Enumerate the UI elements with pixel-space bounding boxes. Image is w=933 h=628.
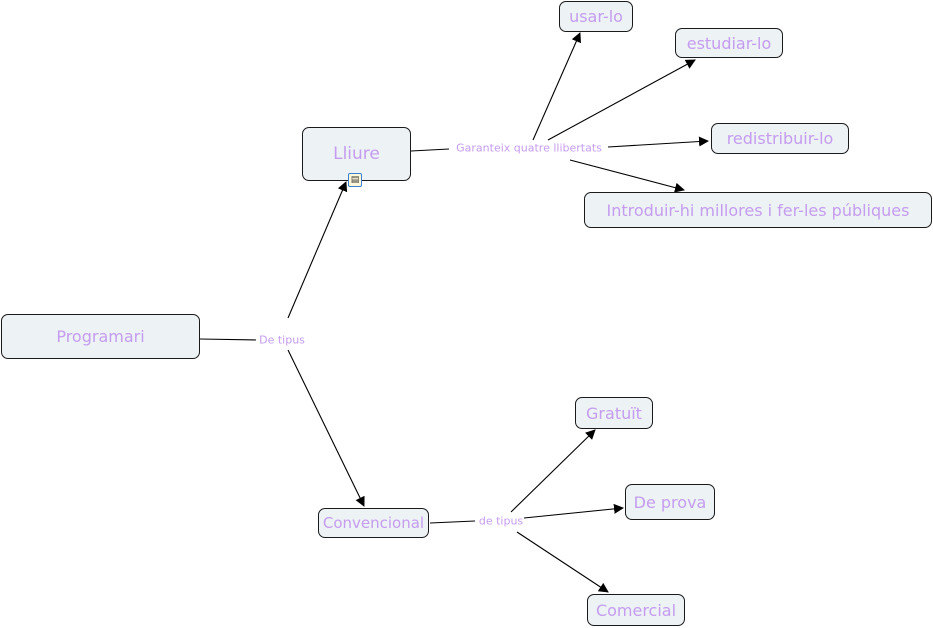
link-detipus-prova[interactable]	[523, 503, 624, 519]
linking-phrase-garanteix[interactable]: Garanteix quatre llibertats	[455, 141, 603, 155]
link-garanteix-usar[interactable]	[532, 32, 581, 141]
concept-estudiar-lo[interactable]: estudiar-lo	[675, 28, 783, 58]
link-convencional-detipus[interactable]	[429, 520, 476, 524]
concept-de-prova[interactable]: De prova	[625, 484, 715, 520]
link-detipus-gratuit[interactable]	[510, 429, 596, 513]
concept-comercial[interactable]: Comercial	[587, 594, 685, 626]
concept-programari[interactable]: Programari	[1, 314, 200, 359]
attached-resource-icon[interactable]: ▤	[348, 173, 362, 187]
concept-usar-lo[interactable]: usar-lo	[559, 1, 633, 32]
concept-gratuit[interactable]: Gratuït	[575, 397, 653, 429]
link-garanteix-estudiar[interactable]	[547, 59, 696, 141]
link-programari-detipus[interactable]	[199, 338, 257, 341]
linking-phrase-de-tipus[interactable]: De tipus	[258, 333, 306, 347]
concept-introduir-millores[interactable]: Introduir-hi millores i fer-les públique…	[584, 192, 932, 228]
link-detipus-convencional[interactable]	[287, 349, 365, 507]
concept-convencional[interactable]: Convencional	[318, 508, 429, 538]
linking-phrase-de-tipus-2[interactable]: de tipus	[477, 514, 525, 528]
link-garanteix-redistribuir[interactable]	[607, 136, 709, 148]
link-lliure-garanteix[interactable]	[410, 148, 450, 152]
link-detipus-lliure[interactable]	[287, 181, 348, 319]
link-detipus-comercial[interactable]	[516, 531, 609, 593]
link-garanteix-introduir[interactable]	[569, 159, 685, 193]
concept-lliure[interactable]: Lliure	[302, 127, 411, 181]
concept-redistribuir-lo[interactable]: redistribuir-lo	[711, 123, 849, 154]
